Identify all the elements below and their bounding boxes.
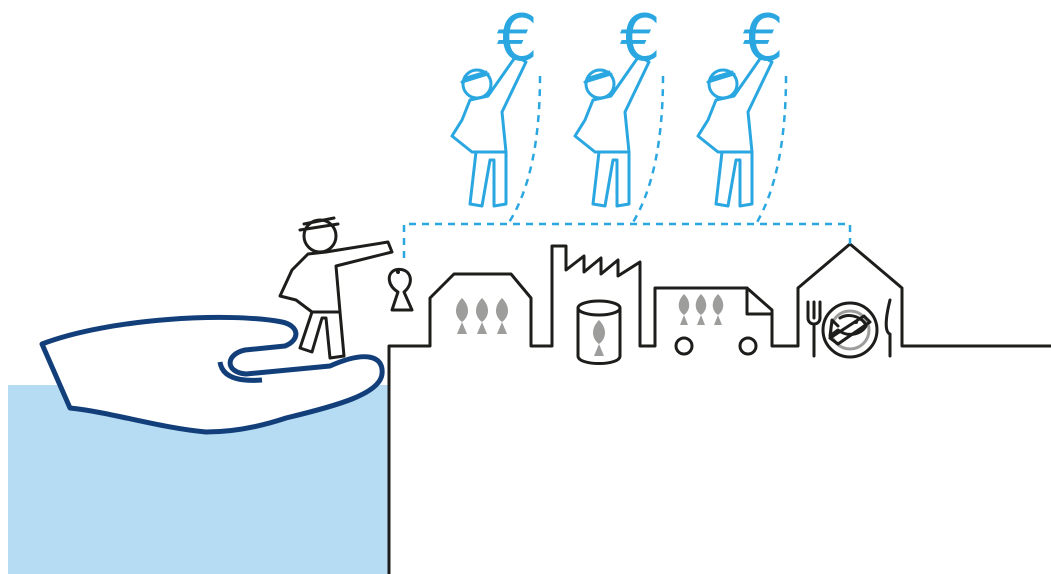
dashed-connectors — [404, 76, 850, 258]
fish-market-icon — [456, 298, 508, 334]
worker-reaching-euro-icon — [452, 56, 526, 206]
worker-reaching-euro-icon — [698, 56, 772, 206]
euro-icon: € — [743, 2, 784, 76]
worker-reaching-euro-icon — [575, 56, 649, 206]
fisher-holding-fish-icon — [280, 218, 412, 358]
value-chain-ground-line — [389, 244, 1051, 574]
fish-can-icon — [578, 301, 620, 364]
restaurant-plate-icon — [808, 300, 890, 357]
euro-icon: € — [497, 2, 538, 76]
euro-icon: € — [620, 2, 661, 76]
